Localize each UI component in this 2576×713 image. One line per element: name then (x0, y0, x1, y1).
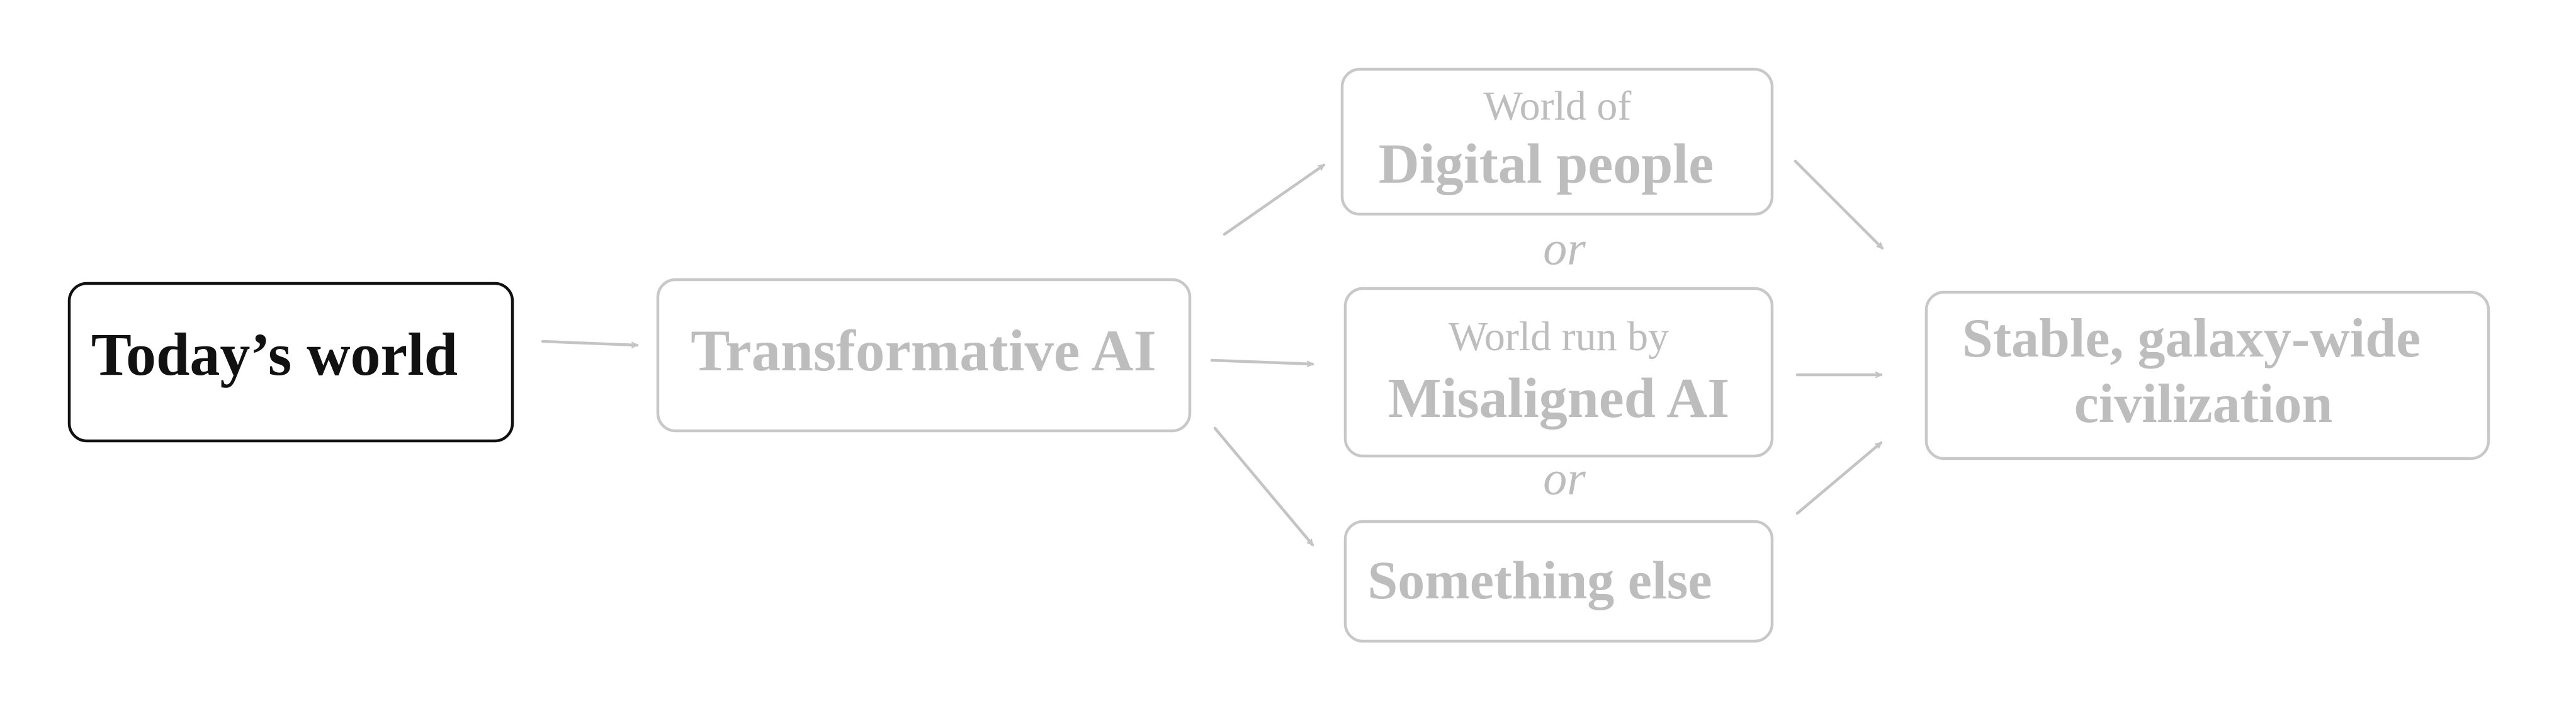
node-digital-people: World of Digital people (1340, 67, 1774, 216)
node-misaligned-ai: World run by Misaligned AI (1343, 287, 1774, 458)
node-transformative-ai: Transformative AI (656, 278, 1192, 433)
node-stable-civilization-line2: civilization (2074, 374, 2333, 435)
node-misaligned-ai-label: Misaligned AI (1388, 367, 1730, 430)
node-transformative-ai-box (656, 278, 1192, 433)
node-misaligned-ai-box (1343, 287, 1774, 458)
arrow-digital-to-stable (1794, 159, 1884, 250)
node-stable-civilization: Stable, galaxy-wide civilization (1924, 290, 2490, 460)
or-connector-1: or (1543, 222, 1586, 275)
node-todays-world-label: Today’s world (91, 321, 458, 388)
arrow-transformative-to-else (1213, 426, 1314, 547)
arrow-else-to-stable (1795, 441, 1883, 515)
node-digital-people-label: Digital people (1379, 133, 1714, 195)
or-connector-2: or (1543, 452, 1586, 505)
node-digital-people-prefix: World of (1484, 83, 1632, 129)
node-stable-civilization-box (1924, 290, 2490, 460)
arrow-today-to-transformative (541, 339, 639, 345)
node-something-else-label: Something else (1367, 550, 1712, 610)
node-misaligned-ai-prefix: World run by (1449, 314, 1669, 360)
node-something-else: Something else (1343, 520, 1774, 643)
node-todays-world: Today’s world (67, 282, 514, 443)
node-transformative-ai-label: Transformative AI (691, 319, 1156, 384)
node-stable-civilization-line1: Stable, galaxy-wide (1962, 308, 2421, 369)
node-something-else-box (1343, 520, 1774, 643)
node-digital-people-box (1340, 67, 1774, 216)
arrow-transformative-to-misaligned (1210, 358, 1314, 364)
node-todays-world-box (67, 282, 514, 443)
arrow-transformative-to-digital (1223, 163, 1326, 236)
